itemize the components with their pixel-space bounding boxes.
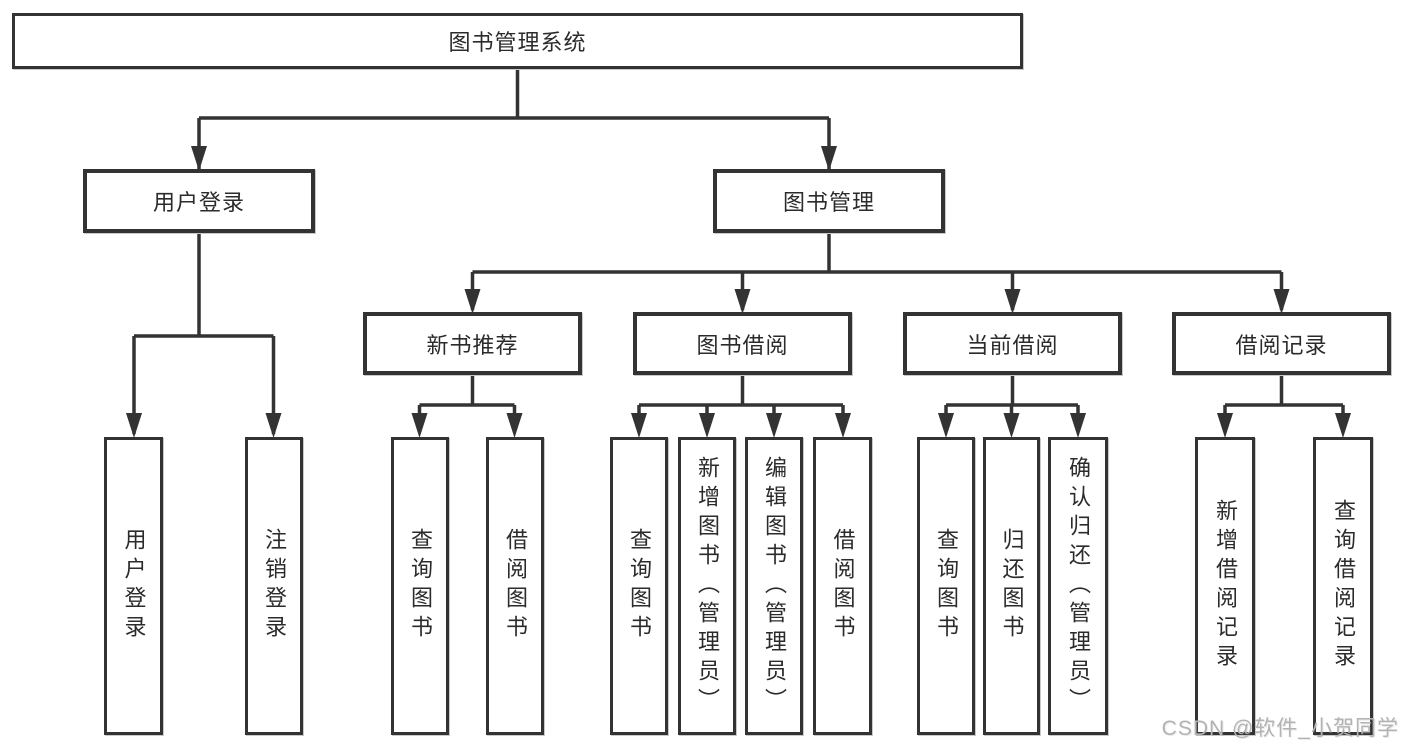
node-book-management: 图书管理 (713, 169, 945, 233)
leaf-add-borrow-record: 新增借阅记录 (1195, 437, 1255, 735)
connector-borrowing-records-children (1217, 375, 1351, 438)
node-label: 图书借阅 (696, 332, 789, 358)
leaf-label: 用户登录 (121, 528, 147, 644)
leaf-label: 注销登录 (262, 528, 287, 644)
connector-book-management-children (464, 233, 1290, 314)
leaf-label: 归还图书 (999, 528, 1025, 644)
leaf-label: 借阅图书 (830, 528, 856, 644)
leaf-label: 查询图书 (934, 528, 959, 644)
leaf-label: 查询图书 (408, 528, 433, 644)
leaf-label: 查询图书 (627, 528, 652, 644)
leaf-query-books-recommend: 查询图书 (391, 437, 449, 735)
csdn-watermark: CSDN @软件_小贺同学 (1161, 717, 1399, 740)
node-borrowing-records: 借阅记录 (1172, 312, 1391, 375)
node-label: 图书管理系统 (448, 30, 587, 55)
leaf-edit-books-admin: 编辑图书（管理员） (745, 437, 803, 735)
node-book-borrowing: 图书借阅 (633, 312, 852, 375)
leaf-label: 编辑图书（管理员） (762, 455, 787, 717)
leaf-query-borrow-record: 查询借阅记录 (1313, 437, 1373, 735)
leaf-label: 查询借阅记录 (1331, 499, 1356, 673)
node-label: 当前借阅 (966, 332, 1059, 358)
leaf-label: 新增图书（管理员） (695, 455, 720, 717)
leaf-user-login: 用户登录 (104, 437, 163, 735)
node-current-borrowing: 当前借阅 (903, 312, 1122, 375)
node-label: 图书管理 (782, 190, 875, 215)
connector-book-borrowing-children (631, 375, 851, 438)
leaf-query-books-current: 查询图书 (917, 437, 975, 735)
connector-user-login-children (126, 233, 282, 438)
node-root: 图书管理系统 (12, 13, 1023, 69)
node-user-login: 用户登录 (83, 169, 315, 233)
node-new-book-recommend: 新书推荐 (363, 312, 582, 375)
leaf-add-books-admin: 新增图书（管理员） (678, 437, 736, 735)
leaf-logout: 注销登录 (245, 437, 303, 735)
node-label: 借阅记录 (1235, 332, 1328, 358)
leaf-borrow-books: 借阅图书 (813, 437, 872, 735)
leaf-query-books-borrowing: 查询图书 (610, 437, 668, 735)
leaf-label: 新增借阅记录 (1213, 499, 1238, 673)
leaf-label: 借阅图书 (503, 528, 528, 644)
node-label: 新书推荐 (426, 332, 519, 358)
leaf-confirm-return-admin: 确认归还（管理员） (1048, 437, 1108, 735)
connector-new-book-recommend-children (411, 375, 523, 438)
leaf-label: 确认归还（管理员） (1066, 455, 1091, 717)
connector-current-borrowing-children (938, 375, 1086, 438)
leaf-borrow-books-recommend: 借阅图书 (486, 437, 544, 735)
leaf-return-books: 归还图书 (983, 437, 1040, 735)
connector-root-to-level2 (191, 69, 837, 171)
node-label: 用户登录 (152, 190, 245, 215)
